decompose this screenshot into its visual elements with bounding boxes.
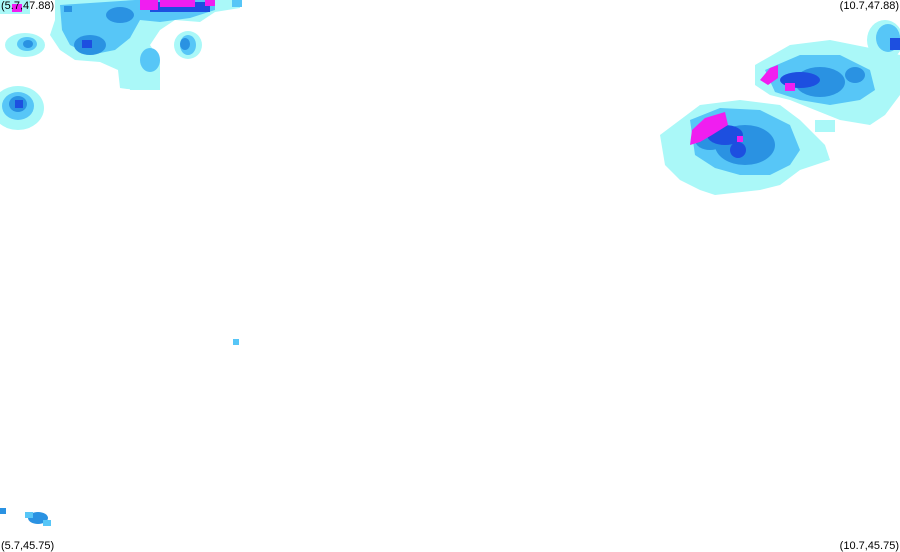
- precip-cell: [12, 4, 22, 12]
- corner-label-bottom-right: (10.7,45.75): [839, 540, 899, 552]
- precip-cell: [140, 0, 158, 10]
- precip-cell: [815, 120, 835, 132]
- precip-cell: [205, 0, 215, 6]
- precip-area: [106, 7, 134, 23]
- precip-area: [760, 65, 778, 85]
- precip-cell: [785, 83, 795, 91]
- precip-cell: [0, 508, 6, 514]
- precip-area: [180, 38, 190, 50]
- precip-cell: [890, 38, 900, 50]
- corner-label-bottom-left: (5.7,45.75): [1, 540, 55, 552]
- precip-cell: [232, 0, 242, 7]
- precip-cell: [737, 136, 743, 142]
- precip-area: [690, 112, 728, 145]
- precip-cell: [82, 40, 92, 48]
- precip-cell: [64, 6, 72, 12]
- precip-area: [23, 40, 33, 48]
- precip-cell: [233, 339, 239, 345]
- precip-area: [140, 48, 160, 72]
- precip-cell: [25, 512, 33, 518]
- precip-cell: [15, 100, 23, 108]
- corner-label-top-left: (5.7,47.88): [1, 0, 55, 12]
- precip-area: [730, 142, 746, 158]
- precip-cell: [43, 520, 51, 526]
- corner-label-top-right: (10.7,47.88): [839, 0, 899, 12]
- precip-cell: [160, 0, 195, 7]
- precip-area: [845, 67, 865, 83]
